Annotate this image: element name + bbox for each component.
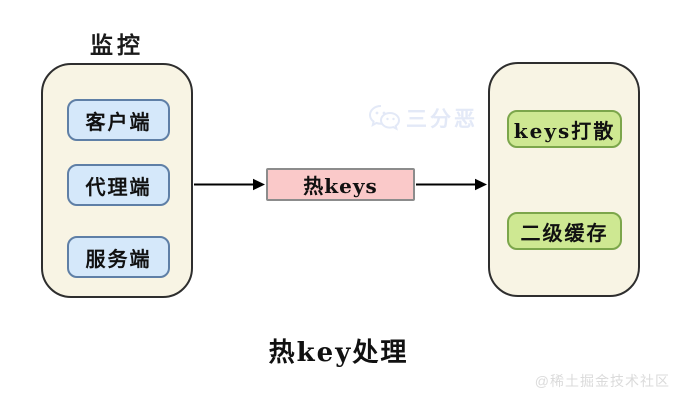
- arrow-monitor-to-hotkeys: [194, 178, 265, 191]
- center-watermark-text: 三分恶: [406, 106, 478, 131]
- corner-watermark: @稀土掘金技术社区: [534, 373, 670, 389]
- monitor-group-label: 监控: [90, 32, 144, 59]
- diagram-caption: 热key处理: [268, 338, 409, 368]
- node-hotkeys: 热keys: [266, 168, 415, 201]
- node-proxy: 代理端: [67, 164, 170, 206]
- node-keys-scatter: keys打散: [507, 110, 622, 148]
- wechat-icon: [368, 103, 402, 133]
- arrow-hotkeys-to-handling: [416, 178, 487, 191]
- node-client: 客户端: [67, 99, 170, 141]
- node-server: 服务端: [67, 236, 170, 278]
- handling-group-container: [488, 62, 640, 297]
- center-watermark: 三分恶: [368, 103, 478, 133]
- node-second-level-cache: 二级缓存: [507, 212, 622, 250]
